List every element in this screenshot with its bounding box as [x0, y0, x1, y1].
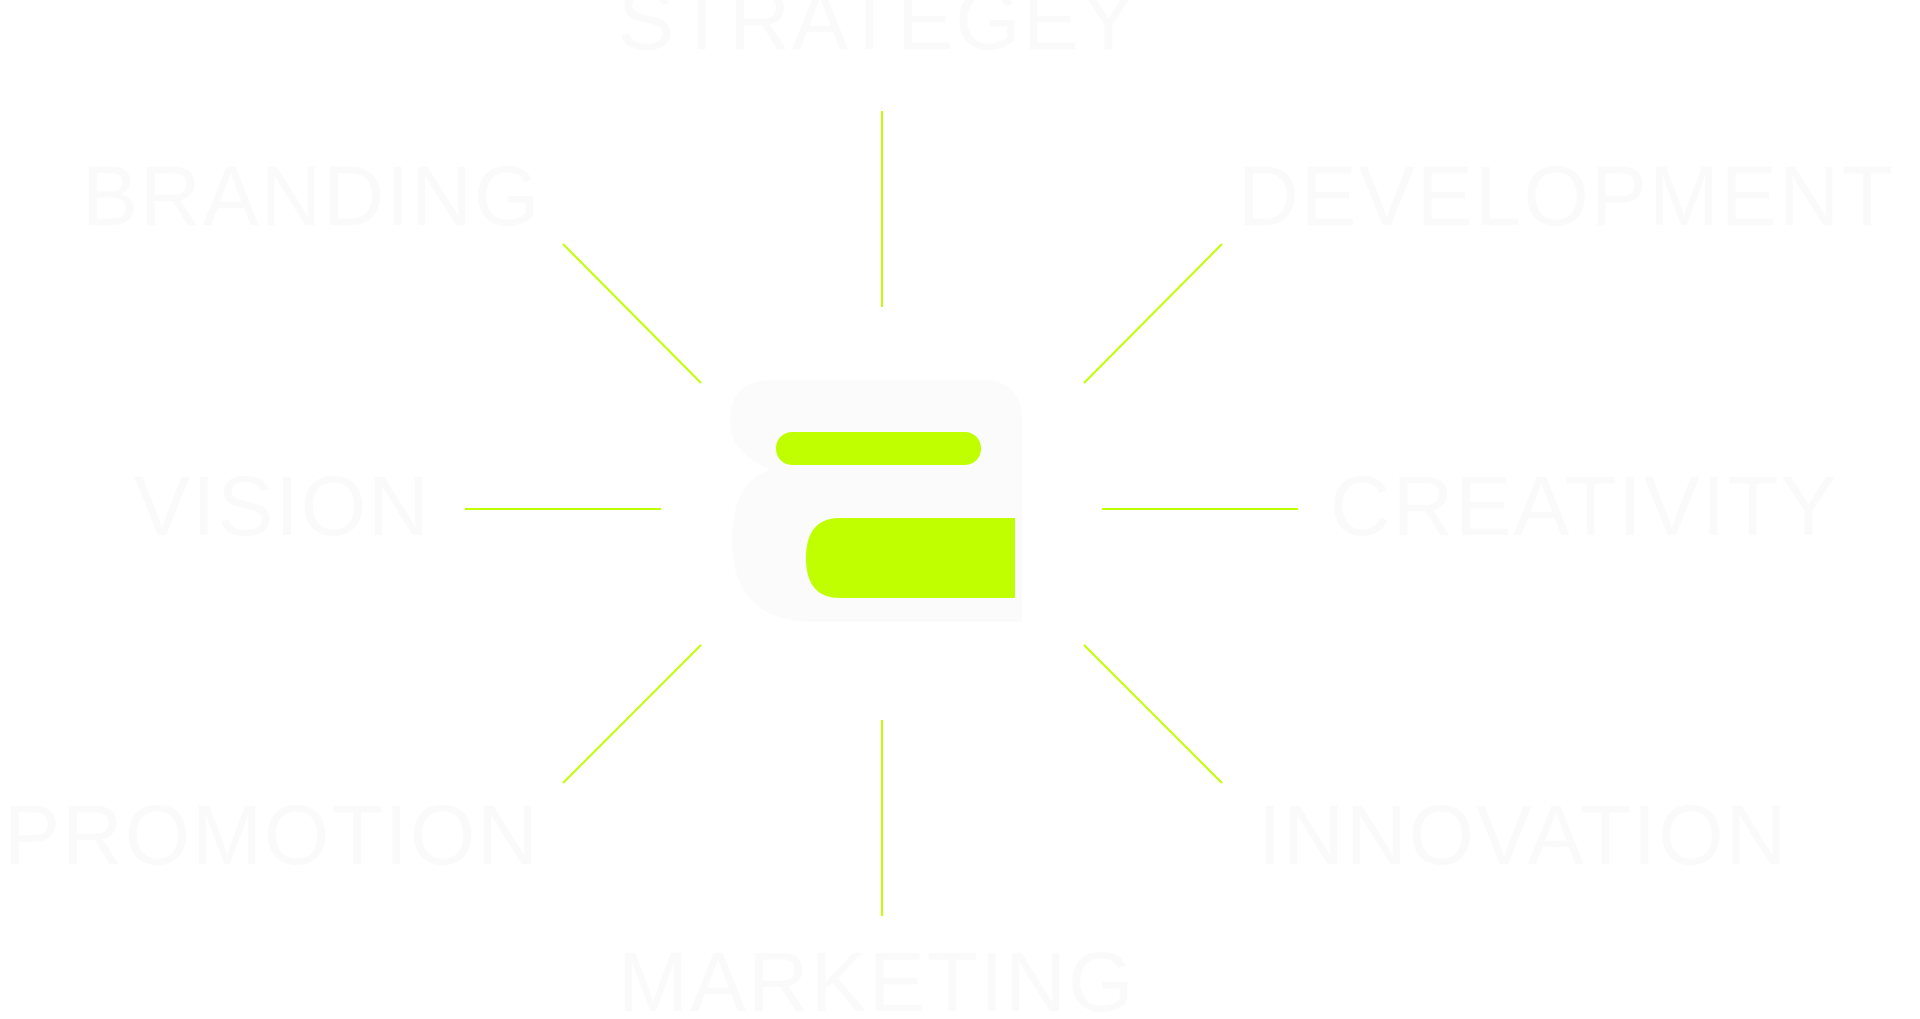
- ray-top-right: [1083, 243, 1223, 384]
- word-creativity: CREATIVITY: [1330, 459, 1839, 553]
- word-branding: BRANDING: [82, 149, 542, 243]
- ray-bottom-right: [1083, 644, 1223, 784]
- a-letter-logo-icon: [730, 380, 1022, 622]
- ray-top-left: [562, 243, 702, 384]
- ray-bottom-left: [562, 644, 702, 784]
- word-vision: VISION: [134, 459, 431, 553]
- word-development: DEVELOPMENT: [1238, 149, 1895, 243]
- word-promotion: PROMOTION: [4, 788, 540, 882]
- word-innovation: INNOVATION: [1258, 788, 1789, 882]
- logo-lower-bowl: [806, 518, 1015, 598]
- logo-upper-bar: [776, 432, 981, 465]
- word-marketing: MARKETING: [618, 935, 1136, 1019]
- word-strategy: STRATEGEY: [618, 0, 1139, 67]
